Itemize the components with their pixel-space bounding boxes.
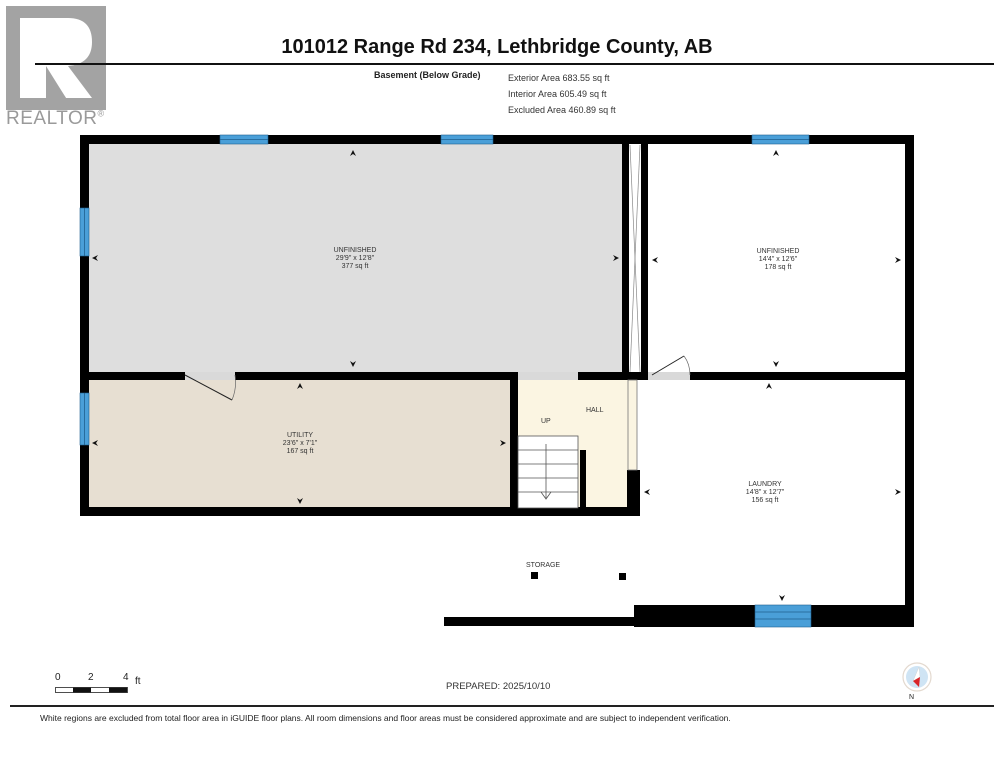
compass-icon (902, 662, 932, 692)
scale-tick-4: 4 (123, 672, 129, 683)
room-fill-unfinished-small (648, 143, 906, 375)
exterior-area: Exterior Area 683.55 sq ft (508, 73, 610, 83)
dimension-markers (92, 150, 901, 601)
storage-post-2 (619, 573, 626, 580)
stairs (517, 435, 579, 509)
area-summary: Exterior Area 683.55 sq ft Interior Area… (508, 70, 616, 118)
scale-unit: ft (135, 676, 141, 687)
scale-bar: 0 2 4 ft (55, 672, 141, 694)
doors (184, 355, 691, 401)
window-bottom (754, 604, 812, 628)
scale-bar-graphic (55, 687, 128, 693)
closet-bifold-door (629, 144, 641, 373)
level-label: Basement (Below Grade) (374, 70, 481, 80)
footer-disclaimer: White regions are excluded from total fl… (40, 713, 731, 723)
excluded-area: Excluded Area 460.89 sq ft (508, 105, 616, 115)
realtor-logo-text: REALTOR® (6, 108, 105, 129)
footer-divider (10, 705, 994, 707)
room-fill-utility (88, 380, 513, 510)
title-divider (35, 63, 994, 65)
interior-area: Interior Area 605.49 sq ft (508, 89, 607, 99)
hall-partition (627, 379, 638, 471)
prepared-date: PREPARED: 2025/10/10 (446, 681, 551, 692)
compass-north-label: N (909, 694, 915, 701)
room-label-storage: STORAGE (526, 562, 561, 569)
room-fill-unfinished-large (88, 143, 623, 375)
realtor-logo-icon (6, 6, 106, 110)
room-label-hall: HALL (586, 407, 604, 414)
storage-post-1 (531, 572, 538, 579)
scale-tick-2: 2 (88, 672, 94, 683)
stairs-up-label: UP (541, 418, 551, 425)
scale-tick-0: 0 (55, 672, 61, 683)
page-title: 101012 Range Rd 234, Lethbridge County, … (281, 36, 713, 58)
walls (80, 135, 914, 627)
